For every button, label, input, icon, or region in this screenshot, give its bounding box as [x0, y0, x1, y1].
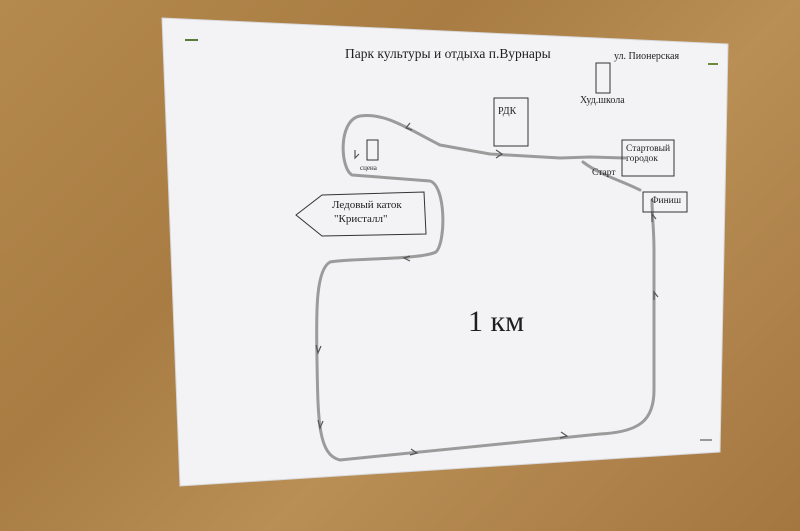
distance-label: 1 км: [468, 305, 525, 338]
street-label: ул. Пионерская: [614, 51, 680, 62]
paper-sheet: [161, 17, 729, 487]
ice-rink-label-line1: Ледовый каток: [332, 199, 402, 211]
stage-label: сцена: [360, 164, 377, 172]
stage-box: [366, 139, 379, 161]
art-school-box: [595, 62, 611, 94]
finish-label: Финиш: [651, 196, 682, 206]
start-label: Старт: [592, 168, 616, 178]
rdk-box: [493, 97, 529, 147]
ice-rink-label-line2: "Кристалл": [334, 213, 388, 225]
map-title: Парк культуры и отдыха п.Вурнары: [345, 46, 551, 61]
route-arrows: [315, 122, 659, 456]
route-path: [315, 113, 656, 462]
ice-rink-sign: [295, 191, 427, 237]
rdk-label: РДК: [498, 106, 517, 117]
art-school-label: Худ.школа: [580, 95, 625, 106]
start-area-box: [621, 139, 675, 177]
start-area-label: Стартовый городок: [626, 144, 671, 164]
route-start-link: [581, 160, 642, 192]
finish-box: [642, 191, 688, 213]
